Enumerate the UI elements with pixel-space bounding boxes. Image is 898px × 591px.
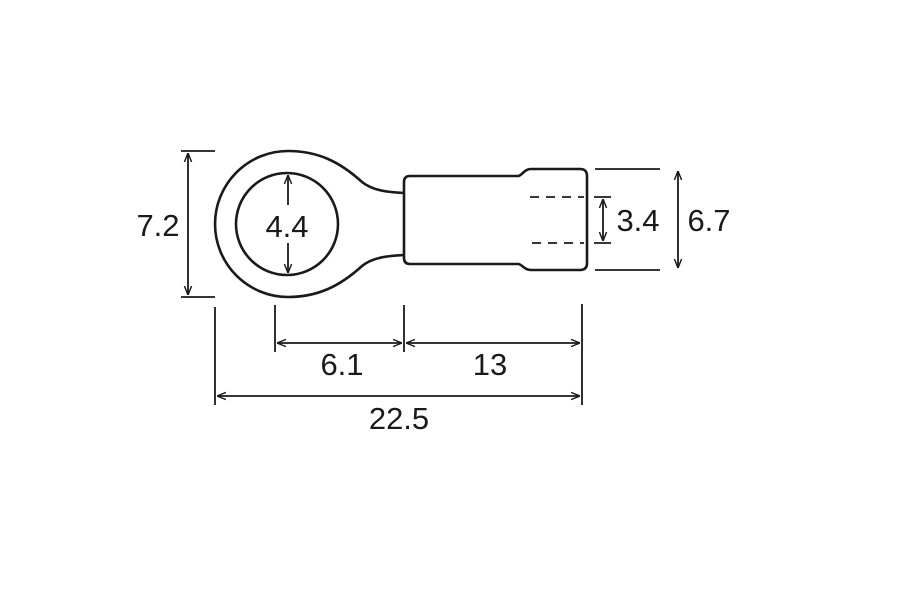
barrel-outline bbox=[402, 167, 589, 272]
label-barrel-outer: 6.7 bbox=[687, 203, 730, 238]
ring-hole bbox=[234, 171, 340, 277]
label-barrel-length: 13 bbox=[473, 347, 507, 382]
label-barrel-inner: 3.4 bbox=[616, 203, 659, 238]
ring-outline bbox=[213, 149, 405, 299]
label-overall-length: 22.5 bbox=[369, 401, 429, 436]
label-hole-to-barrel: 6.1 bbox=[320, 347, 363, 382]
label-ring-height: 7.2 bbox=[136, 208, 179, 243]
label-hole-diameter: 4.4 bbox=[265, 209, 308, 244]
